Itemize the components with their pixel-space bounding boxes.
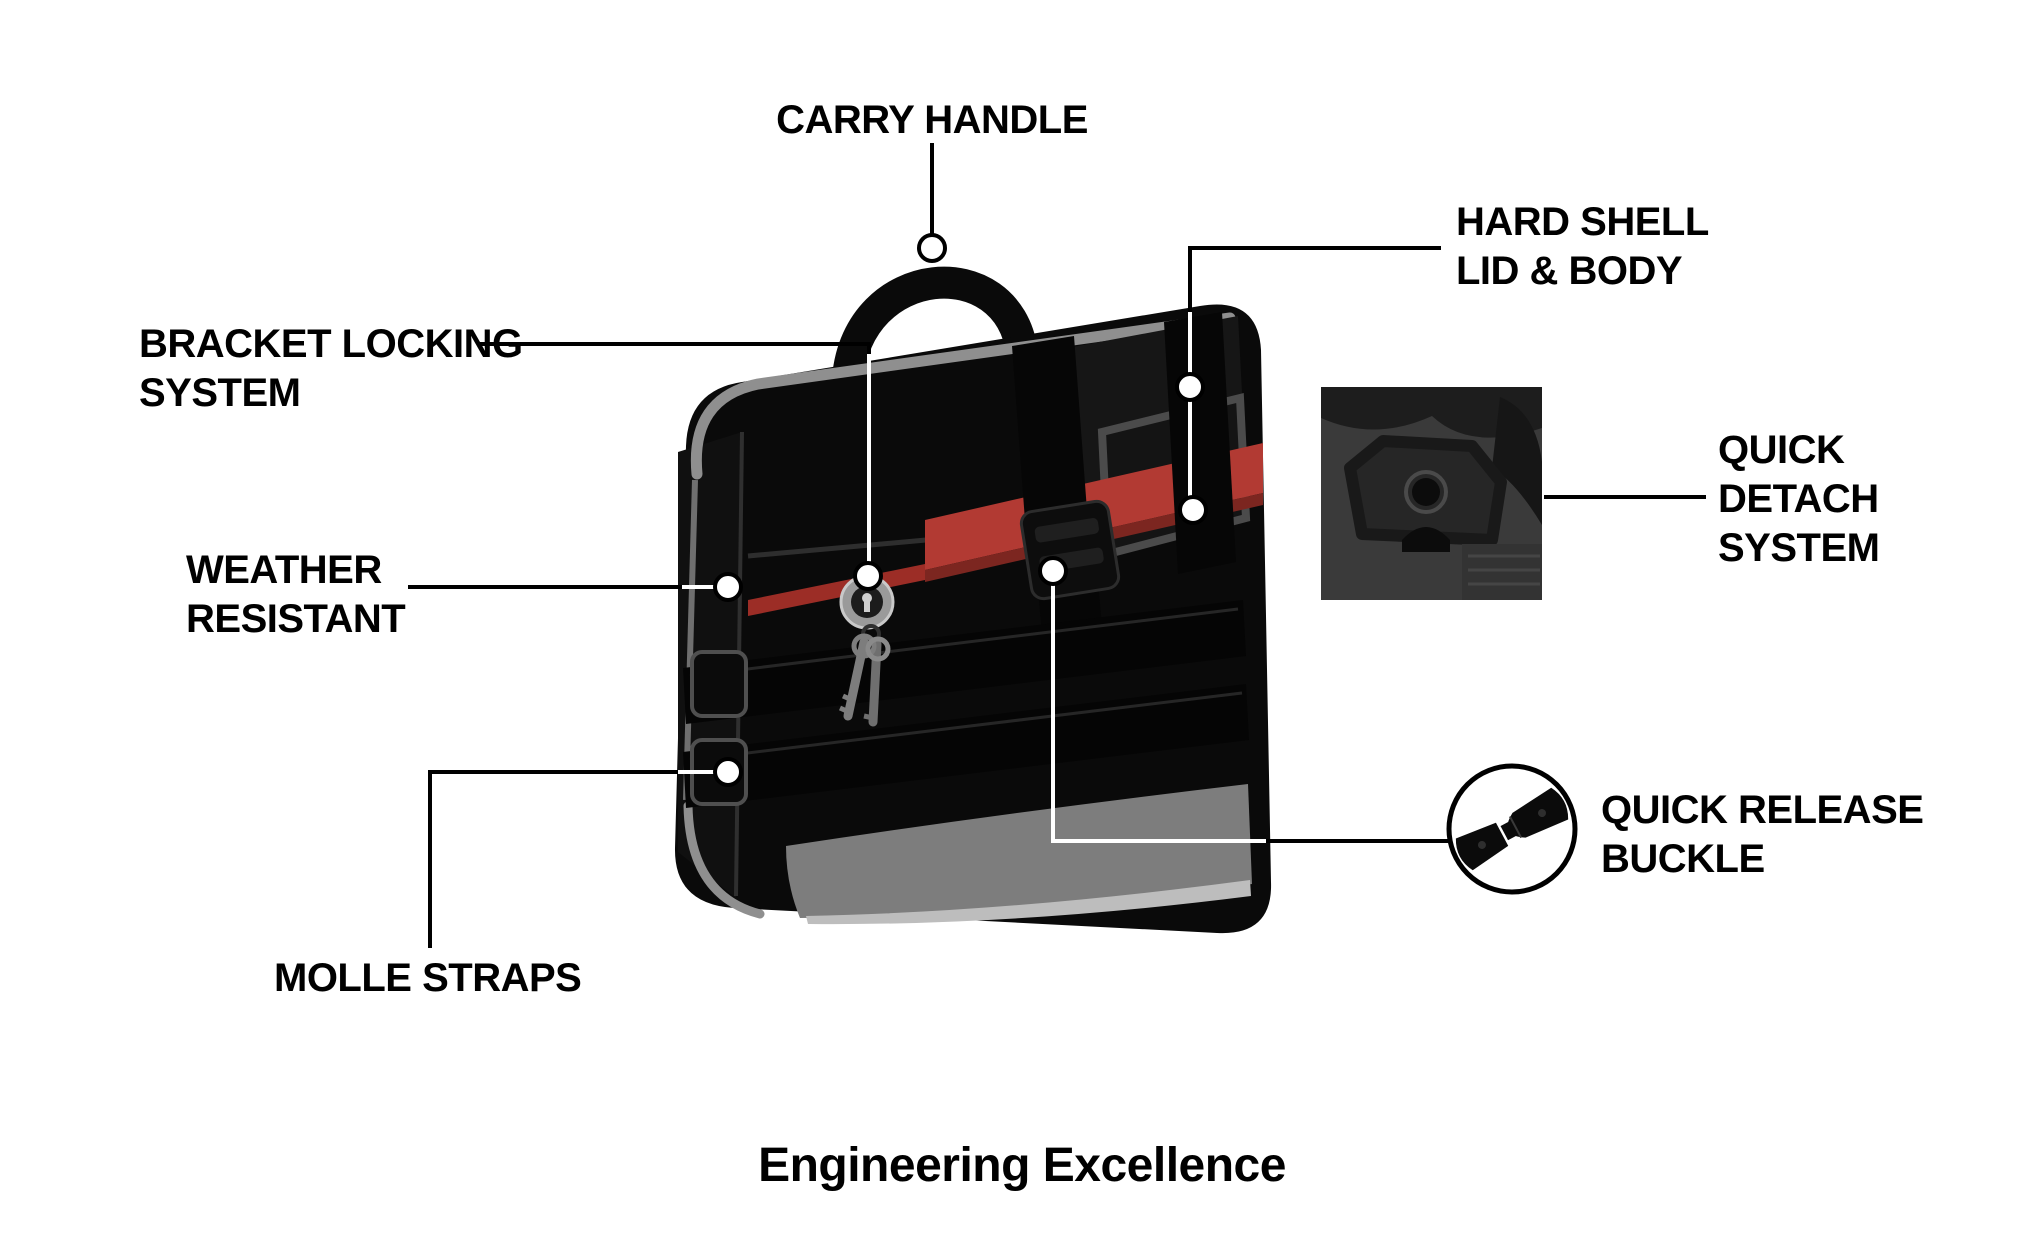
callout-label-line: HARD SHELL xyxy=(1456,200,1709,244)
callout-label-line: WEATHER xyxy=(186,548,382,592)
callout-label-bracket-locking: BRACKET LOCKING SYSTEM xyxy=(139,320,523,418)
callout-label-line: MOLLE STRAPS xyxy=(274,956,582,1000)
quick-detach-inset xyxy=(1321,387,1542,600)
callout-marker-quick-release xyxy=(1038,556,1068,586)
callout-label-line: SYSTEM xyxy=(139,371,301,415)
callout-label-hard-shell: HARD SHELL LID & BODY xyxy=(1456,198,1709,296)
strap-loop-top xyxy=(690,650,748,718)
hard-shell-line xyxy=(1188,246,1441,312)
callout-label-weather-resistant: WEATHER RESISTANT xyxy=(186,546,406,644)
callout-label-line: CARRY HANDLE xyxy=(776,98,1088,142)
callout-marker-molle-straps xyxy=(713,757,743,787)
keys xyxy=(838,624,891,727)
callout-marker-hard-shell-lid xyxy=(1175,372,1205,402)
callout-label-line: LID & BODY xyxy=(1456,249,1683,293)
callout-label-line: BRACKET LOCKING xyxy=(139,322,523,366)
center-strap xyxy=(1012,336,1088,534)
callout-markers xyxy=(713,233,1208,787)
callout-label-line: BUCKLE xyxy=(1601,837,1765,881)
callout-label-quick-detach: QUICK DETACH SYSTEM xyxy=(1718,426,1880,573)
bracket-hole xyxy=(1412,478,1440,506)
callout-label-line: QUICK RELEASE xyxy=(1601,788,1924,832)
lid-edge-line xyxy=(747,537,927,559)
cobra-buckle xyxy=(1455,787,1569,871)
callout-label-carry-handle: CARRY HANDLE xyxy=(770,96,1094,145)
top-piping xyxy=(690,312,1236,480)
bottom-piping xyxy=(683,801,765,919)
callout-marker-weather-resistant xyxy=(713,572,743,602)
carry-handle-shape xyxy=(832,266,1038,394)
callout-label-quick-release-buckle: QUICK RELEASE BUCKLE xyxy=(1601,786,1924,884)
callout-label-line: SYSTEM xyxy=(1718,526,1880,570)
bottom-panel-light xyxy=(806,880,1251,925)
quick-release-line-inner xyxy=(1051,584,1266,843)
bracket-notch xyxy=(1402,527,1450,552)
bottom-panel xyxy=(786,784,1252,918)
molle-straps-line xyxy=(428,770,678,948)
callout-label-line: DETACH xyxy=(1718,477,1879,521)
callout-label-line: RESISTANT xyxy=(186,597,406,641)
callout-marker-hard-shell-body xyxy=(1178,495,1208,525)
molle-straps xyxy=(683,600,1249,808)
callout-label-line: QUICK xyxy=(1718,428,1845,472)
bracket-locking-line xyxy=(480,342,871,354)
callout-marker-carry-handle xyxy=(917,233,947,263)
callout-label-molle-straps: MOLLE STRAPS xyxy=(274,954,582,1003)
page-title: Engineering Excellence xyxy=(758,1139,1286,1192)
strap-buckle xyxy=(1019,499,1121,601)
callout-marker-bracket-locking xyxy=(853,561,883,591)
callout-lines xyxy=(408,143,1706,948)
quick-release-inset xyxy=(1446,763,1578,895)
left-piping xyxy=(683,479,698,801)
